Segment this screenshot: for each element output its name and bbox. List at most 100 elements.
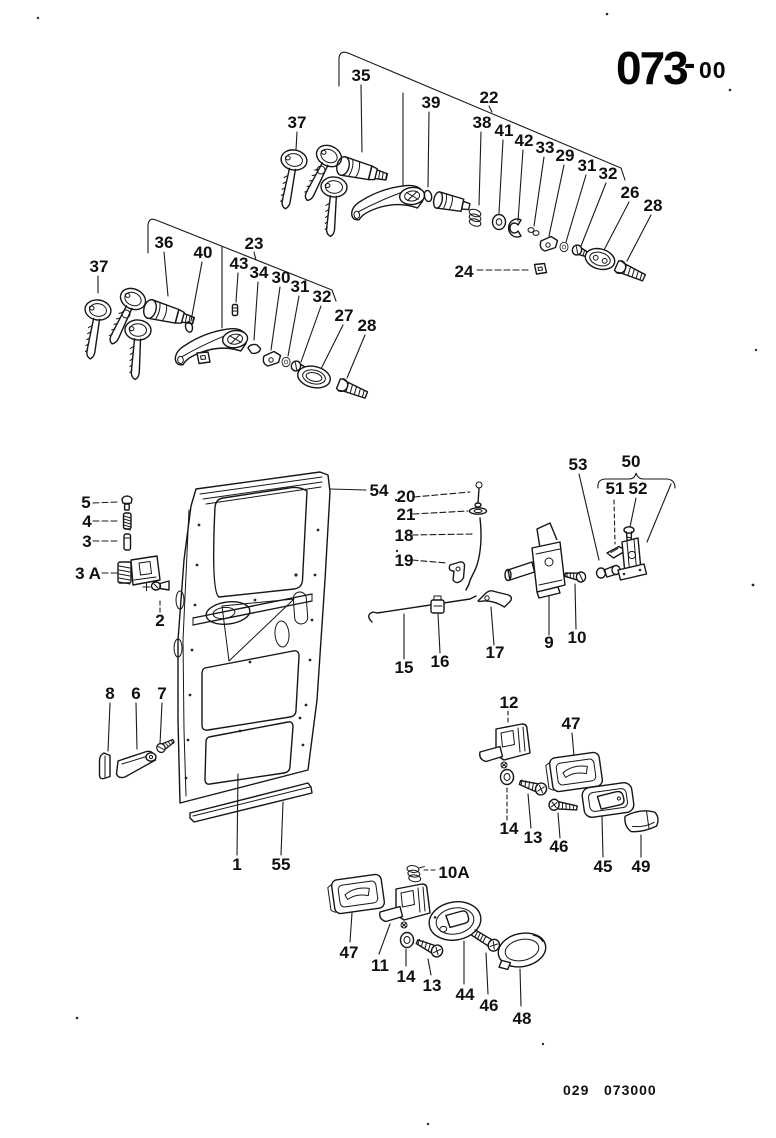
page-number-dash: - xyxy=(684,45,695,83)
screw-28-lower xyxy=(335,377,370,402)
callout-28-top: 28 xyxy=(644,196,663,215)
pin-33b xyxy=(532,230,540,236)
callout-1: 1 xyxy=(232,855,241,874)
spring-10a xyxy=(404,864,425,884)
lock-cylinder-22 xyxy=(431,190,472,216)
screw-28-upper xyxy=(613,258,648,285)
lock-linkage xyxy=(368,472,676,660)
callout-22: 22 xyxy=(480,88,499,107)
spring-38 xyxy=(464,207,486,229)
o-ring-39 xyxy=(423,189,433,203)
rod-15 xyxy=(368,595,477,623)
callout-34: 34 xyxy=(250,263,269,282)
callout-53: 53 xyxy=(569,455,588,474)
callout-16: 16 xyxy=(431,652,450,671)
washer-41 xyxy=(491,213,507,231)
screw-5 xyxy=(121,495,133,511)
callout-40: 40 xyxy=(194,243,213,262)
callout-8: 8 xyxy=(105,684,114,703)
screw-7 xyxy=(154,736,177,755)
screw-10 xyxy=(563,569,587,584)
nut-24 xyxy=(533,262,548,275)
callout-39: 39 xyxy=(422,93,441,112)
callout-51: 51 xyxy=(606,479,625,498)
cap-49 xyxy=(624,810,659,833)
key-37-upper xyxy=(271,147,310,212)
callout-24: 24 xyxy=(455,262,474,281)
callout-37-mid: 37 xyxy=(90,257,109,276)
callout-42: 42 xyxy=(515,131,534,150)
washer-31-upper xyxy=(559,241,569,253)
bezel-47-bottom xyxy=(326,872,386,916)
screw-46-bottom xyxy=(471,929,501,952)
callout-2: 2 xyxy=(155,611,164,630)
callout-3a: 3 A xyxy=(75,564,101,583)
panel-holes xyxy=(184,523,320,780)
escutcheon-27 xyxy=(297,365,331,389)
callout-13-bot: 13 xyxy=(423,976,442,995)
washer-14-mid xyxy=(499,768,515,786)
callout-52: 52 xyxy=(629,479,648,498)
washer-14-bottom xyxy=(399,931,415,949)
callout-28-mid: 28 xyxy=(358,316,377,335)
callout-10: 10 xyxy=(568,628,587,647)
door-panel xyxy=(173,471,367,856)
trim-ring-48 xyxy=(497,932,547,971)
key-pair-b-lower xyxy=(121,318,153,381)
callout-50: 50 xyxy=(622,452,641,471)
callout-14-mid: 14 xyxy=(500,819,519,838)
latch-11 xyxy=(379,883,431,929)
callout-4: 4 xyxy=(82,512,92,531)
callout-30: 30 xyxy=(272,268,291,287)
callout-49: 49 xyxy=(632,857,651,876)
left-hinge-parts xyxy=(92,495,177,780)
lever-17 xyxy=(477,590,513,608)
callout-17: 17 xyxy=(486,643,505,662)
inner-handle-45 xyxy=(581,782,635,818)
callout-labels: 35 37 39 22 38 41 42 33 29 31 32 26 28 2… xyxy=(75,66,662,1028)
callout-33: 33 xyxy=(536,138,555,157)
pin-33a xyxy=(527,227,535,233)
pin-20 xyxy=(474,481,483,508)
callout-20: 20 xyxy=(397,487,416,506)
screw-2 xyxy=(150,580,170,591)
striker-50 xyxy=(617,537,648,581)
callout-10a: 10A xyxy=(438,863,469,882)
callout-31-mid: 31 xyxy=(291,277,310,296)
plate-26 xyxy=(584,247,616,271)
callout-32-top: 32 xyxy=(599,164,618,183)
c-clip-42 xyxy=(507,218,522,238)
callout-48: 48 xyxy=(513,1009,532,1028)
screw-46-mid xyxy=(548,798,578,811)
callout-29: 29 xyxy=(556,146,575,165)
pin-43 xyxy=(231,303,239,317)
callout-47-bot: 47 xyxy=(340,943,359,962)
screw-13-mid xyxy=(518,779,548,796)
pin-3 xyxy=(123,533,132,551)
footer-code-right: 073000 xyxy=(604,1082,657,1098)
callout-37-top: 37 xyxy=(288,113,307,132)
scan-specks xyxy=(36,12,758,1126)
assembly-outer-handle-lower xyxy=(76,218,370,402)
callout-45: 45 xyxy=(594,857,613,876)
clip-19 xyxy=(448,561,466,584)
sill-strip-55 xyxy=(189,782,313,823)
callout-11: 11 xyxy=(371,956,389,975)
callout-21: 21 xyxy=(397,505,416,524)
footer-code-left: 029 xyxy=(563,1082,589,1098)
callout-19: 19 xyxy=(395,551,414,570)
clip-16 xyxy=(430,595,445,614)
callout-14-bot: 14 xyxy=(397,967,416,986)
callout-7: 7 xyxy=(157,684,166,703)
assembly-outer-handle-upper xyxy=(271,51,652,285)
inner-handle-upper-group xyxy=(479,710,659,858)
latch-12 xyxy=(479,723,531,769)
callout-13-mid: 13 xyxy=(524,828,543,847)
lock-housing-35 xyxy=(334,154,390,187)
bolts-53 xyxy=(595,564,621,579)
callout-38: 38 xyxy=(473,113,492,132)
key-37-lower xyxy=(76,297,114,362)
callout-43: 43 xyxy=(230,254,249,273)
